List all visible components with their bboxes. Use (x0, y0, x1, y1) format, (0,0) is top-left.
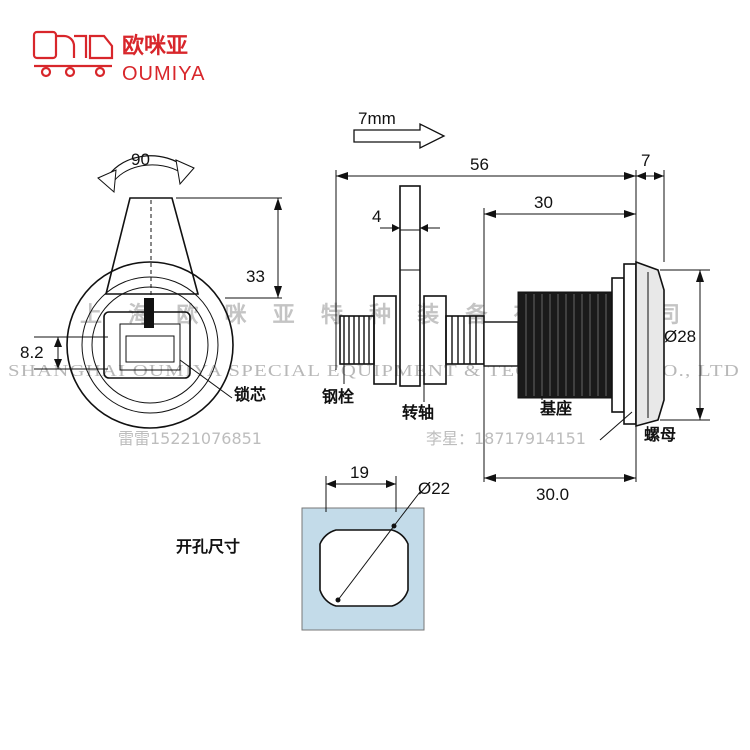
watermark-contact-1: 雷雷15221076851 (118, 429, 262, 448)
travel-arrow-icon (353, 122, 446, 150)
offset-label: 8.2 (20, 343, 44, 362)
steel-bolt (339, 295, 485, 385)
brand-name-cn: 欧咪亚 (122, 33, 188, 59)
steel-bolt-label: 钢栓 (322, 387, 355, 406)
travel-label: 7mm (358, 109, 396, 128)
nut-label: 螺母 (644, 425, 676, 444)
height-label: 33 (246, 267, 265, 286)
nut-thickness-label: 7 (641, 151, 650, 170)
cutout-diagram: 19 Ø22 开孔尺寸 (176, 463, 450, 631)
cutout-width-label: 19 (350, 463, 369, 482)
cam-plate (399, 185, 421, 387)
key-slot (144, 298, 154, 328)
cam-arm (104, 197, 200, 295)
truck-logo-icon (32, 30, 114, 78)
shaft-label: 转轴 (402, 403, 434, 422)
cutout-size-label: 开孔尺寸 (176, 537, 240, 556)
total-length-label: 56 (470, 155, 489, 174)
watermark-contact-2: 李星：18717914151 (426, 429, 586, 448)
diameter-label: Ø28 (664, 327, 696, 346)
side-view: 7mm 56 7 30 4 (322, 109, 710, 504)
cutout-diameter-label: Ø22 (418, 479, 450, 498)
rotation-arrow-icon (97, 152, 195, 194)
brand-logo: 欧咪亚 OUMIYA (32, 30, 205, 85)
cutout-hole (319, 529, 409, 607)
rotation-label: 90 (131, 150, 150, 169)
lock-base-cylinder (483, 260, 665, 428)
brand-name-en: OUMIYA (122, 63, 205, 85)
base-label: 基座 (539, 399, 572, 418)
front-view: 90 33 8.2 锁芯 (20, 150, 282, 429)
outer-bezel (66, 261, 234, 429)
shaft-width-label: 4 (372, 207, 381, 226)
lock-core-label: 锁芯 (234, 385, 266, 404)
body-length-label: 30 (534, 193, 553, 212)
inner-ring (81, 276, 219, 414)
base-length-label: 30.0 (536, 485, 569, 504)
